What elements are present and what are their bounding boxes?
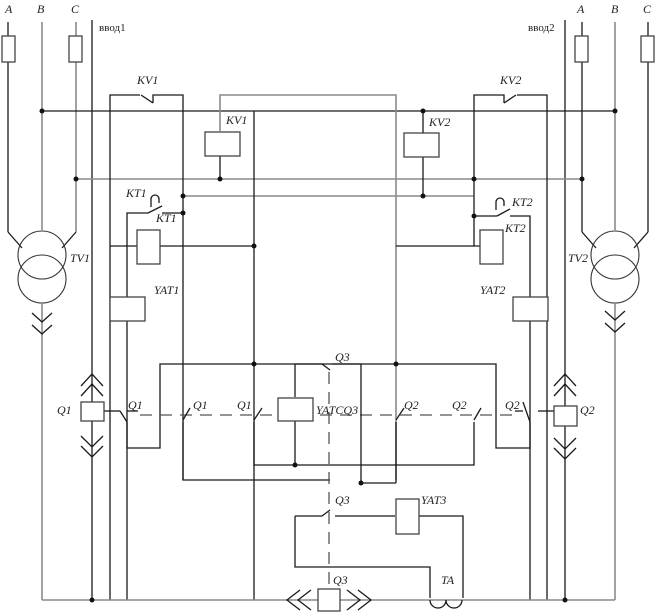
input1-phase-wires bbox=[7, 20, 93, 600]
junction bbox=[393, 361, 399, 367]
yat3-coil bbox=[395, 498, 420, 535]
q2-contact-2-label: Q2 bbox=[452, 398, 467, 412]
kv1-coil bbox=[204, 131, 241, 157]
kv2-coil bbox=[403, 132, 440, 158]
q3-mid-contact-label: Q3 bbox=[335, 493, 350, 507]
junction bbox=[251, 361, 257, 367]
phase-b-label-1: B bbox=[37, 2, 45, 16]
junction bbox=[471, 176, 477, 182]
junction bbox=[358, 480, 364, 486]
q3-breaker bbox=[317, 588, 341, 612]
q2-contact-3-label: Q2 bbox=[505, 398, 520, 412]
phase-a-label-1: A bbox=[4, 2, 13, 16]
phase-c-label-2: C bbox=[643, 2, 652, 16]
yat3-label: YAT3 bbox=[421, 493, 446, 507]
q2-breaker-assembly bbox=[553, 373, 577, 460]
phase-c-label-1: C bbox=[71, 2, 80, 16]
ta-label: TA bbox=[441, 573, 455, 587]
input1-label: ввод1 bbox=[99, 22, 126, 34]
fuse-c-1 bbox=[68, 35, 83, 63]
junction bbox=[579, 176, 585, 182]
yat2-coil bbox=[512, 296, 549, 322]
q2-contacts bbox=[395, 363, 554, 483]
control-bus-c bbox=[76, 178, 582, 197]
q2-breaker bbox=[553, 405, 578, 427]
kt2-contact-label: KT2 bbox=[511, 195, 533, 209]
phase-b-label-2: B bbox=[611, 2, 619, 16]
tv1-transformer bbox=[17, 230, 67, 600]
tv1-label: TV1 bbox=[70, 251, 90, 265]
junction bbox=[180, 210, 186, 216]
q1-contact-3-label: Q1 bbox=[237, 398, 252, 412]
junction bbox=[420, 193, 426, 199]
kv1-coil-branch bbox=[219, 94, 397, 600]
q1-breaker-assembly bbox=[80, 373, 120, 458]
kt2-coil-label: KT2 bbox=[504, 221, 526, 235]
yatcq3-coil bbox=[277, 397, 314, 422]
phase-a-label-2: A bbox=[576, 2, 585, 16]
junction bbox=[471, 213, 477, 219]
junction bbox=[251, 243, 257, 249]
q1-contacts bbox=[119, 363, 398, 480]
yat1-label: YAT1 bbox=[154, 283, 179, 297]
junction bbox=[180, 193, 186, 199]
junction bbox=[217, 176, 223, 182]
q1-contact-1-label: Q1 bbox=[128, 398, 143, 412]
q3-top-contact-label: Q3 bbox=[335, 350, 350, 364]
kt1-coil-label: KT1 bbox=[155, 211, 177, 225]
fuse-a-1 bbox=[1, 35, 16, 63]
junction bbox=[39, 108, 45, 114]
kv1-contact-loop bbox=[109, 94, 330, 600]
junction bbox=[292, 462, 298, 468]
q2-contact-1-label: Q2 bbox=[404, 398, 419, 412]
kt1-branch bbox=[126, 194, 254, 600]
kt2-coil bbox=[479, 229, 504, 265]
yat2-label: YAT2 bbox=[480, 283, 505, 297]
yatcq3-label: YATCQ3 bbox=[316, 403, 358, 417]
junction bbox=[73, 176, 79, 182]
kv1-coil-label: KV1 bbox=[225, 113, 247, 127]
junction bbox=[420, 108, 426, 114]
fuse-a-2 bbox=[574, 35, 589, 63]
kv2-coil-label: KV2 bbox=[428, 115, 450, 129]
tv2-label: TV2 bbox=[568, 251, 588, 265]
yat1-coil bbox=[109, 296, 146, 322]
junction bbox=[89, 597, 95, 603]
input2-phase-wires bbox=[564, 20, 649, 600]
q2-breaker-label: Q2 bbox=[580, 403, 595, 417]
kt2-branch bbox=[474, 197, 531, 600]
q1-contact-2-label: Q1 bbox=[193, 398, 208, 412]
q1-breaker bbox=[80, 401, 105, 422]
fuse-c-2 bbox=[640, 35, 655, 63]
yatcq3-branch bbox=[294, 363, 396, 600]
q1-breaker-label: Q1 bbox=[57, 403, 72, 417]
input2-label: ввод2 bbox=[528, 22, 555, 34]
q3-bottom-label: Q3 bbox=[333, 573, 348, 587]
junction bbox=[612, 108, 618, 114]
kv1-contact-label: KV1 bbox=[136, 73, 158, 87]
junction bbox=[562, 597, 568, 603]
tv2-transformer bbox=[590, 230, 640, 600]
kv2-contact-label: KV2 bbox=[499, 73, 521, 87]
kt1-contact-label: KT1 bbox=[125, 186, 147, 200]
kt1-coil bbox=[136, 229, 161, 265]
yat3-circuit bbox=[294, 509, 464, 598]
